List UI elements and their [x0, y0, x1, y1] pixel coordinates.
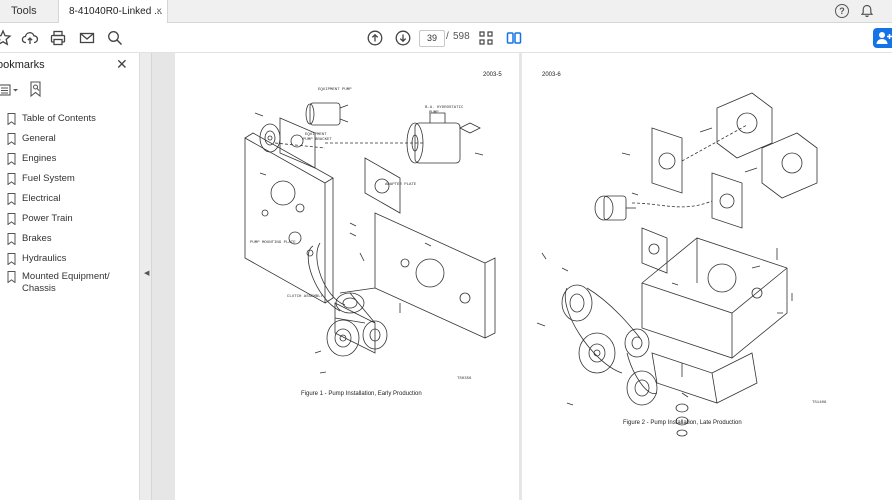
cloud-upload-icon[interactable] — [21, 29, 39, 47]
two-page-view-icon[interactable] — [505, 29, 523, 47]
figure-code: TS1408 — [812, 401, 827, 405]
bookmark-item[interactable]: Fuel System — [0, 169, 140, 189]
bookmark-list: Table of Contents General Engines Fuel S… — [0, 109, 140, 297]
bookmarks-panel: ookmarks ✕ Table of Contents General Eng… — [0, 53, 140, 500]
pdf-page-right: 2003-6 — [522, 53, 892, 500]
close-icon[interactable]: × — [156, 6, 162, 17]
bookmark-item[interactable]: Electrical — [0, 189, 140, 209]
tab-tools[interactable]: Tools — [11, 5, 37, 17]
tab-document[interactable]: 8-41040R0-Linked ... × — [58, 0, 168, 23]
page-down-icon[interactable] — [394, 29, 412, 47]
bookmark-icon — [7, 113, 16, 125]
pump-installation-drawing-early — [244, 102, 496, 374]
figure-code: TS0356 — [457, 377, 472, 381]
tab-document-label: 8-41040R0-Linked ... — [69, 6, 163, 17]
document-view[interactable]: 2003-5 — [152, 53, 892, 500]
label-clutch-assembly: CLUTCH ASSEMBLY — [287, 295, 324, 299]
label-mounting-plate: PUMP MOUNTING PLATE — [250, 241, 296, 245]
email-icon[interactable] — [78, 29, 96, 47]
bookmark-icon — [7, 173, 16, 185]
page-up-icon[interactable] — [366, 29, 384, 47]
page-number-input[interactable]: 39 — [419, 30, 445, 47]
pdf-page-left: 2003-5 — [175, 53, 519, 500]
label-hydrostatic-pump-2: PUMP — [429, 111, 439, 115]
bookmark-icon — [7, 271, 16, 283]
page-number: 2003-6 — [542, 72, 561, 78]
collapse-arrow-icon[interactable]: ◀ — [144, 270, 150, 277]
figure-caption: Figure 2 - Pump Installation, Late Produ… — [623, 420, 742, 426]
pump-installation-drawing-late — [536, 92, 818, 437]
bookmark-icon — [7, 233, 16, 245]
help-icon[interactable]: ? — [835, 4, 849, 18]
bookmark-item[interactable]: Brakes — [0, 229, 140, 249]
toolbar: 39 / 598 — [0, 23, 892, 53]
bookmark-search-icon[interactable] — [29, 81, 43, 98]
close-panel-icon[interactable]: ✕ — [116, 56, 128, 72]
bookmark-item[interactable]: Mounted Equipment/ Chassis — [0, 269, 140, 297]
star-icon[interactable] — [0, 29, 12, 47]
panel-tools — [0, 79, 140, 101]
zoom-search-icon[interactable] — [106, 29, 124, 47]
bookmark-item[interactable]: Power Train — [0, 209, 140, 229]
bookmark-icon — [7, 133, 16, 145]
bookmark-label-line2: Chassis — [22, 283, 56, 294]
bookmark-label: General — [22, 133, 56, 144]
bookmark-icon — [7, 253, 16, 265]
bookmark-label: Brakes — [22, 233, 52, 244]
bookmark-icon — [7, 193, 16, 205]
add-user-icon — [876, 32, 892, 44]
bell-icon[interactable] — [860, 4, 874, 18]
bookmark-label: Electrical — [22, 193, 61, 204]
bookmark-label: Engines — [22, 153, 57, 164]
total-pages: 598 — [453, 31, 470, 42]
panel-splitter[interactable]: ◀ — [140, 53, 152, 500]
label-hydrostatic-pump: B.A. HYDROSTATIC — [425, 106, 464, 110]
label-adapter-plate: ADAPTER PLATE — [385, 183, 417, 187]
bookmark-label: Hydraulics — [22, 253, 67, 264]
bookmark-icon — [7, 213, 16, 225]
label-equipment-pump: EQUIPMENT PUMP — [318, 88, 352, 92]
panel-title: ookmarks — [0, 59, 45, 71]
label-pump-bracket: EQUIPMENT — [305, 133, 327, 137]
bookmark-item[interactable]: Table of Contents — [0, 109, 140, 129]
tab-bar: Tools 8-41040R0-Linked ... × ? — [0, 0, 892, 23]
label-pump-bracket-2: PUMP BRACKET — [303, 138, 332, 142]
share-button[interactable] — [873, 28, 892, 48]
bookmark-icon — [7, 153, 16, 165]
options-menu-icon[interactable] — [0, 82, 22, 98]
page-number: 2003-5 — [483, 72, 502, 78]
bookmark-item[interactable]: General — [0, 129, 140, 149]
bookmark-item[interactable]: Hydraulics — [0, 249, 140, 269]
print-icon[interactable] — [49, 29, 67, 47]
bookmark-label: Fuel System — [22, 173, 75, 184]
bookmark-item[interactable]: Engines — [0, 149, 140, 169]
figure-caption: Figure 1 - Pump Installation, Early Prod… — [301, 391, 422, 397]
bookmark-label: Power Train — [22, 213, 73, 224]
fit-page-icon[interactable] — [477, 29, 495, 47]
bookmark-label: Table of Contents — [22, 113, 96, 124]
page-separator: / — [446, 31, 449, 42]
bookmark-label: Mounted Equipment/ — [22, 271, 110, 282]
